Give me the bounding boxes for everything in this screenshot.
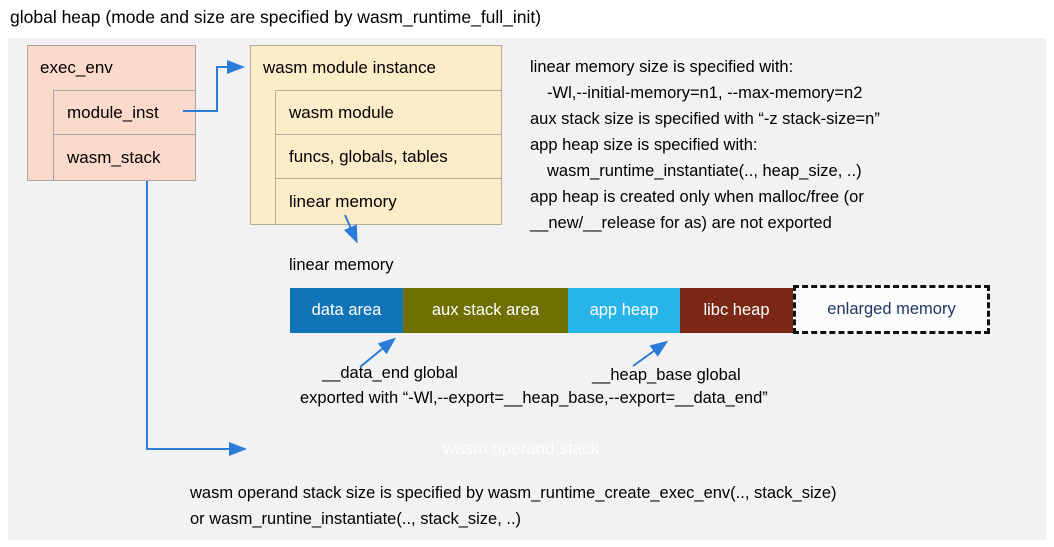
exported-with-label: exported with “-Wl,--export=__heap_base,… [300, 389, 768, 407]
wasm-module-box: wasm module [275, 90, 502, 135]
note-line: aux stack size is specified with “-z sta… [530, 110, 880, 128]
exec-env-label: exec_env [40, 57, 113, 77]
enlarged-memory-segment: enlarged memory [793, 285, 990, 334]
wasm-stack-box: wasm_stack [53, 134, 196, 181]
module-inst-box: module_inst [53, 90, 196, 135]
data-area-segment: data area [290, 288, 403, 333]
note-line: -Wl,--initial-memory=n1, --max-memory=n2 [547, 84, 863, 102]
note-line: wasm operand stack size is specified by … [190, 484, 837, 502]
wasm-module-instance-label: wasm module instance [263, 57, 436, 77]
memory-size-notes: linear memory size is specified with: -W… [530, 54, 880, 236]
operand-stack-notes: wasm operand stack size is specified by … [190, 480, 837, 532]
note-line: __new/__release for as) are not exported [530, 214, 832, 232]
diagram-title: global heap (mode and size are specified… [10, 7, 542, 27]
note-line: or wasm_runtine_instantiate(.., stack_si… [190, 510, 522, 528]
funcs-globals-tables-box: funcs, globals, tables [275, 134, 502, 179]
note-line: wasm_runtime_instantiate(.., heap_size, … [547, 162, 862, 180]
linear-memory-label: linear memory [289, 256, 394, 274]
note-line: app heap size is specified with: [530, 136, 758, 154]
wasm-operand-stack-bar: wasm operand stack [443, 439, 599, 458]
app-heap-segment: app heap [568, 288, 680, 333]
note-line: app heap is created only when malloc/fre… [530, 188, 864, 206]
linear-memory-row-box: linear memory [275, 178, 502, 225]
data-end-global-label: __data_end global [322, 364, 458, 382]
heap-base-global-label: __heap_base global [592, 366, 741, 384]
aux-stack-area-segment: aux stack area [403, 288, 568, 333]
libc-heap-segment: libc heap [680, 288, 793, 333]
note-line: linear memory size is specified with: [530, 58, 794, 76]
